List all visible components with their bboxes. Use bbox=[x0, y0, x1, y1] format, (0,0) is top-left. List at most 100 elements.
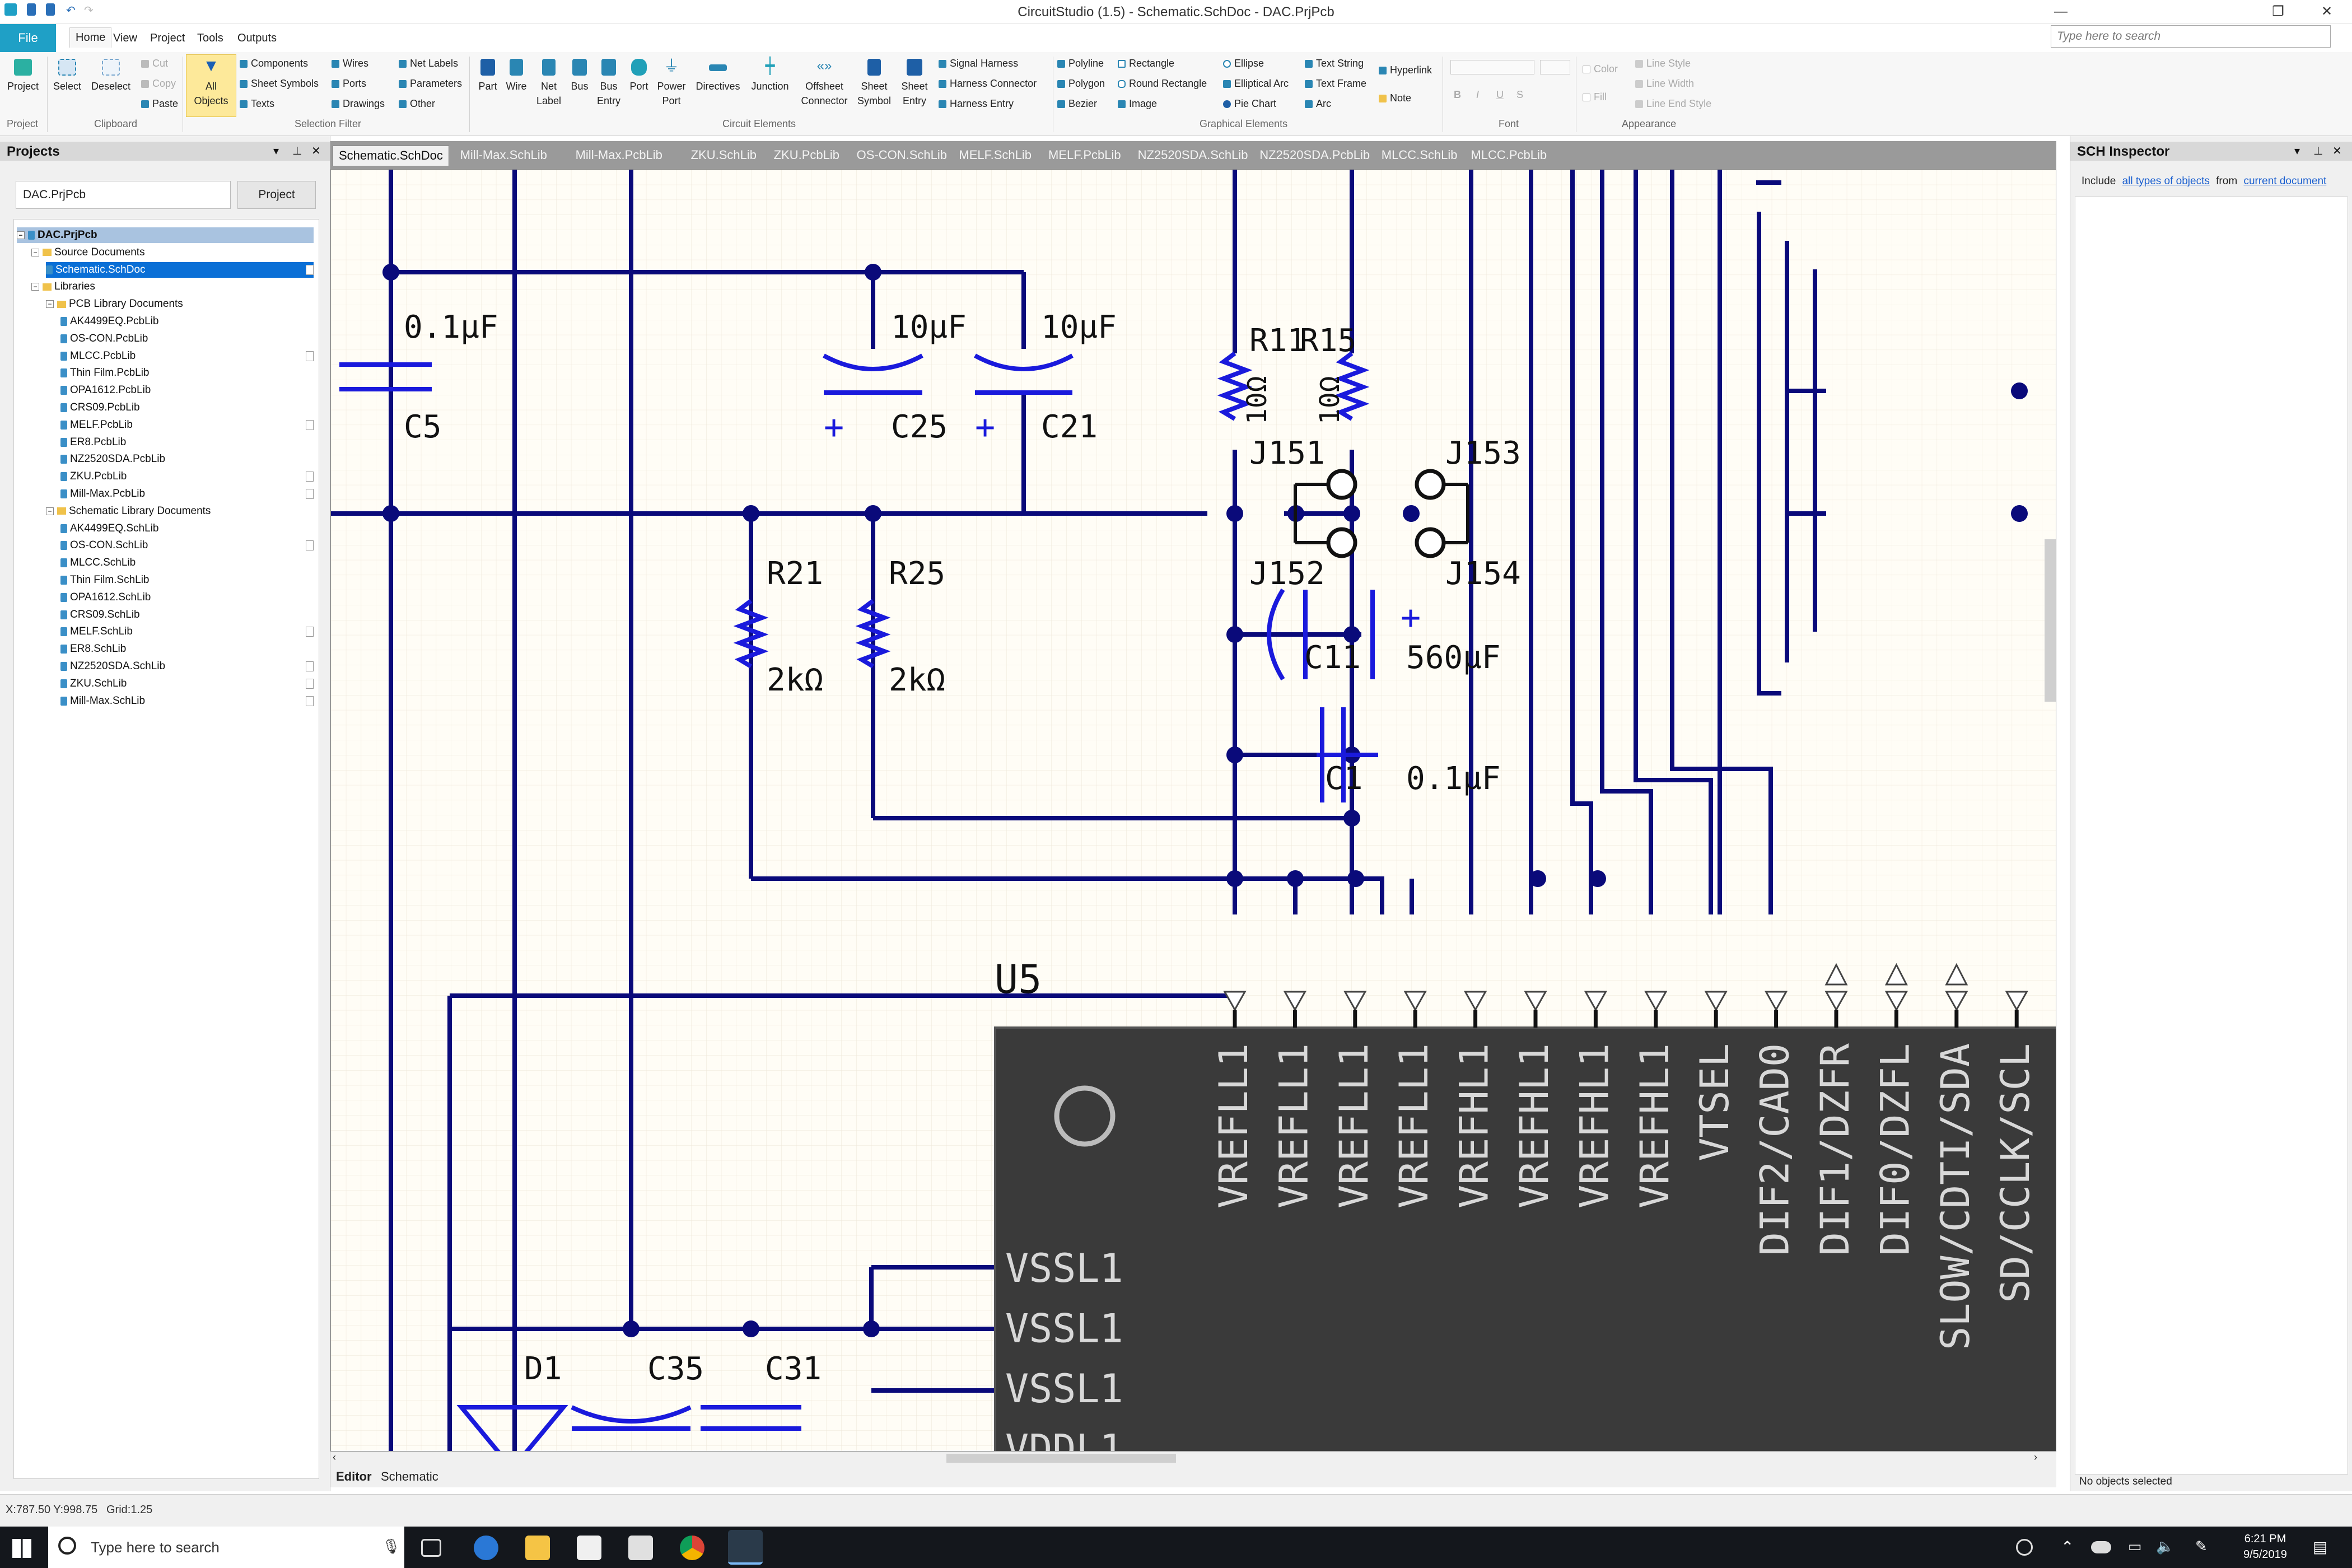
edge-icon[interactable] bbox=[474, 1536, 498, 1560]
filter-other[interactable]: Other bbox=[399, 98, 435, 110]
fill-button[interactable]: Fill bbox=[1583, 91, 1607, 103]
tree-item-pcb-lib[interactable]: ER8.PcbLib bbox=[60, 435, 314, 450]
note-button[interactable]: Note bbox=[1379, 92, 1411, 104]
document-tab[interactable]: Mill-Max.PcbLib bbox=[575, 148, 662, 162]
circuitstudio-taskbar-icon[interactable] bbox=[728, 1530, 763, 1565]
hyperlink-button[interactable]: Hyperlink bbox=[1379, 64, 1432, 76]
taskbar-search[interactable]: Type here to search 🎙 bbox=[48, 1527, 404, 1568]
file-tab[interactable]: File bbox=[0, 24, 56, 52]
document-tab[interactable]: NZ2520SDA.SchLib bbox=[1137, 148, 1248, 162]
filter-sheet-symbols[interactable]: Sheet Symbols bbox=[240, 78, 319, 90]
panel-menu-icon[interactable]: ▾ bbox=[273, 145, 279, 157]
inspector-close-icon[interactable]: ✕ bbox=[2332, 145, 2342, 157]
bezier-button[interactable]: Bezier bbox=[1057, 98, 1097, 110]
port-button[interactable]: Port bbox=[625, 59, 653, 94]
cut-button[interactable]: Cut bbox=[141, 58, 168, 69]
tree-item-pcb-lib[interactable]: CRS09.PcbLib bbox=[60, 400, 314, 416]
part-button[interactable]: Part bbox=[474, 59, 502, 94]
tree-item-sch-lib[interactable]: MLCC.SchLib bbox=[60, 555, 314, 571]
task-view-icon[interactable] bbox=[421, 1539, 441, 1557]
tree-item-sch-lib[interactable]: NZ2520SDA.SchLib bbox=[60, 659, 314, 674]
tab-view[interactable]: View bbox=[113, 32, 137, 44]
document-tab[interactable]: MELF.SchLib bbox=[959, 148, 1032, 162]
strike-button[interactable]: S bbox=[1516, 89, 1524, 100]
line-end-style-button[interactable]: Line End Style bbox=[1635, 98, 1711, 110]
tree-item-pcb-lib[interactable]: MELF.PcbLib bbox=[60, 417, 314, 433]
power-port-button[interactable]: ⏚Power Port bbox=[657, 57, 686, 107]
ellipse-button[interactable]: Ellipse bbox=[1223, 58, 1264, 69]
close-button[interactable]: ✕ bbox=[2321, 4, 2333, 19]
expand-toggle-icon[interactable]: − bbox=[46, 507, 54, 515]
deselect-button[interactable]: Deselect bbox=[87, 59, 134, 94]
tree-item-pcb-lib[interactable]: Mill-Max.PcbLib bbox=[60, 486, 314, 502]
bold-button[interactable]: B bbox=[1454, 89, 1461, 100]
sheet-symbol-button[interactable]: Sheet Symbol bbox=[855, 59, 894, 108]
underline-button[interactable]: U bbox=[1496, 89, 1504, 100]
document-tab[interactable]: Schematic.SchDoc bbox=[333, 146, 449, 166]
font-name-select[interactable] bbox=[1450, 60, 1534, 74]
tree-folder-sch-libraries[interactable]: −Schematic Library Documents bbox=[46, 503, 314, 519]
offsheet-connector-button[interactable]: «»Offsheet Connector bbox=[801, 58, 848, 107]
document-tab[interactable]: ZKU.SchLib bbox=[690, 148, 757, 162]
people-icon[interactable] bbox=[2016, 1539, 2033, 1556]
tree-item-pcb-lib[interactable]: MLCC.PcbLib bbox=[60, 348, 314, 364]
wire-button[interactable]: Wire bbox=[502, 59, 531, 94]
tree-root-project[interactable]: −DAC.PrjPcb bbox=[17, 227, 314, 243]
tab-schematic[interactable]: Schematic bbox=[381, 1469, 438, 1483]
arc-button[interactable]: Arc bbox=[1305, 98, 1331, 110]
tree-item-sch-lib[interactable]: OPA1612.SchLib bbox=[60, 590, 314, 605]
project-field[interactable]: DAC.PrjPcb bbox=[16, 181, 231, 209]
tree-item-sch-lib[interactable]: MELF.SchLib bbox=[60, 624, 314, 640]
restore-button[interactable]: ❐ bbox=[2272, 4, 2284, 19]
filter-parameters[interactable]: Parameters bbox=[399, 78, 462, 90]
minimize-button[interactable]: — bbox=[2054, 4, 2068, 19]
panel-close-icon[interactable]: ✕ bbox=[311, 145, 321, 157]
project-button[interactable]: Project bbox=[3, 59, 43, 94]
color-button[interactable]: Color bbox=[1583, 63, 1618, 75]
paste-button[interactable]: Paste bbox=[141, 98, 178, 110]
junction-button[interactable]: ┿Junction bbox=[751, 57, 789, 92]
windows-start-icon[interactable] bbox=[12, 1539, 31, 1558]
harness-connector-button[interactable]: Harness Connector bbox=[939, 78, 1037, 90]
tab-editor[interactable]: Editor bbox=[336, 1469, 372, 1483]
italic-button[interactable]: I bbox=[1476, 89, 1480, 100]
project-button[interactable]: Project bbox=[237, 181, 316, 209]
store-icon[interactable] bbox=[577, 1536, 601, 1560]
notifications-icon[interactable]: ▤ bbox=[2313, 1538, 2328, 1556]
line-style-button[interactable]: Line Style bbox=[1635, 58, 1691, 69]
document-tab[interactable]: MLCC.SchLib bbox=[1381, 148, 1458, 162]
hscroll-right-arrow[interactable]: › bbox=[2034, 1452, 2037, 1463]
bus-button[interactable]: Bus bbox=[566, 59, 594, 94]
tree-item-sch-lib[interactable]: CRS09.SchLib bbox=[60, 607, 314, 623]
clock[interactable]: 6:21 PM 9/5/2019 bbox=[2234, 1531, 2296, 1562]
inspector-pin-icon[interactable]: ⊥ bbox=[2313, 145, 2323, 157]
tab-tools[interactable]: Tools bbox=[197, 32, 223, 44]
tree-item-pcb-lib[interactable]: OS-CON.PcbLib bbox=[60, 331, 314, 347]
tab-home[interactable]: Home bbox=[69, 27, 112, 48]
new-icon[interactable] bbox=[27, 3, 36, 16]
tree-item-schematic[interactable]: Schematic.SchDoc bbox=[46, 262, 314, 278]
tree-item-sch-lib[interactable]: ER8.SchLib bbox=[60, 641, 314, 657]
tab-project[interactable]: Project bbox=[150, 32, 185, 44]
filter-ports[interactable]: Ports bbox=[332, 78, 366, 90]
tree-item-sch-lib[interactable]: Thin Film.SchLib bbox=[60, 572, 314, 588]
document-tab[interactable]: OS-CON.SchLib bbox=[856, 148, 947, 162]
tree-folder-libraries[interactable]: −Libraries bbox=[31, 279, 314, 295]
tree-item-sch-lib[interactable]: ZKU.SchLib bbox=[60, 676, 314, 692]
round-rectangle-button[interactable]: Round Rectangle bbox=[1118, 78, 1207, 90]
text-frame-button[interactable]: Text Frame bbox=[1305, 78, 1366, 90]
filter-components[interactable]: Components bbox=[240, 58, 308, 69]
expand-toggle-icon[interactable]: − bbox=[31, 283, 39, 291]
onedrive-icon[interactable] bbox=[2091, 1541, 2111, 1553]
file-explorer-icon[interactable] bbox=[525, 1536, 550, 1560]
signal-harness-button[interactable]: Signal Harness bbox=[939, 58, 1018, 69]
select-button[interactable]: Select bbox=[49, 59, 85, 94]
filter-drawings[interactable]: Drawings bbox=[332, 98, 385, 110]
network-icon[interactable]: ▭ bbox=[2128, 1538, 2142, 1555]
document-tab[interactable]: MELF.PcbLib bbox=[1048, 148, 1121, 162]
tree-item-sch-lib[interactable]: Mill-Max.SchLib bbox=[60, 693, 314, 709]
mail-icon[interactable] bbox=[628, 1536, 653, 1560]
elliptical-arc-button[interactable]: Elliptical Arc bbox=[1223, 78, 1289, 90]
pie-chart-button[interactable]: Pie Chart bbox=[1223, 98, 1276, 110]
microphone-icon[interactable]: 🎙 bbox=[382, 1538, 401, 1555]
